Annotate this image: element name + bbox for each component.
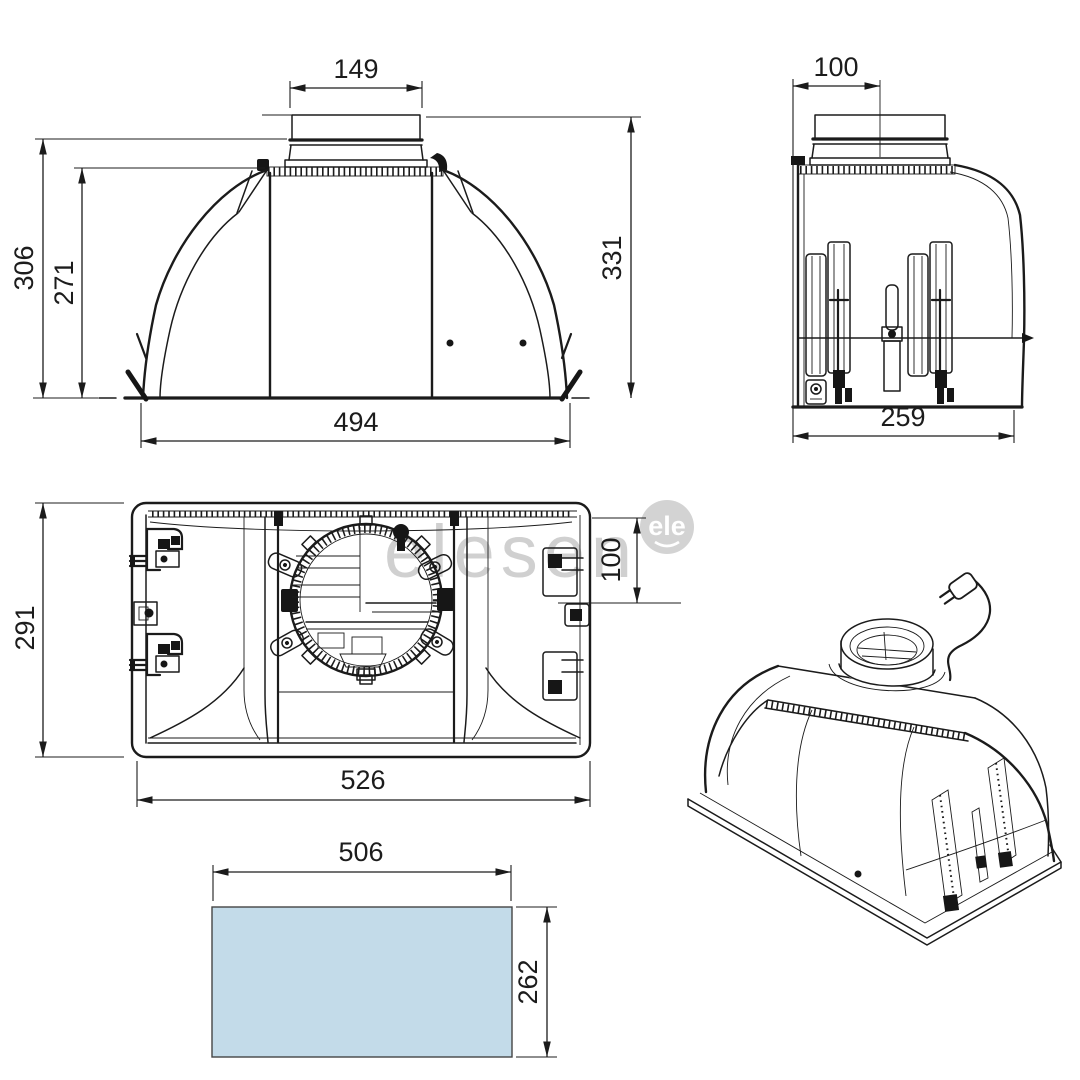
power-plug-icon	[939, 572, 978, 605]
latch-bracket	[133, 601, 158, 626]
corner-bracket	[542, 651, 584, 701]
latch-bracket	[564, 603, 590, 627]
base-flange	[687, 792, 1062, 946]
cutout-panel	[211, 906, 513, 1058]
screw-dot	[446, 339, 454, 347]
front-duct-collar	[262, 114, 428, 168]
strut-arm	[267, 552, 303, 578]
corner-bracket	[542, 547, 584, 597]
cutout-view: 506 262	[211, 837, 557, 1058]
rear-rails	[931, 757, 1017, 912]
corner-bracket	[145, 632, 184, 677]
dim-plan-duct-offset: 100	[596, 537, 626, 582]
duct-collar-3d	[828, 618, 946, 692]
watermark: elesen ele	[384, 500, 694, 593]
strut-arm	[270, 629, 304, 657]
strut-arm	[417, 553, 453, 581]
dim-plan-width: 526	[340, 765, 385, 795]
mounting-eyelet	[805, 379, 827, 405]
dim-cutout-width: 506	[338, 837, 383, 867]
dim-side-duct-offset: 100	[813, 52, 858, 82]
duct-ring	[267, 515, 454, 685]
dim-front-height-total: 331	[597, 235, 627, 280]
side-view: 100 259	[791, 52, 1034, 443]
dim-front-height-inner: 271	[49, 260, 79, 305]
dim-cutout-depth: 262	[513, 959, 543, 1004]
dim-side-depth: 259	[880, 402, 925, 432]
screw-dot	[854, 870, 862, 878]
strut-arm	[420, 628, 454, 656]
spring-clip	[125, 369, 149, 402]
screw-dot	[519, 339, 527, 347]
dim-front-base-width: 494	[333, 407, 378, 437]
corner-bracket	[145, 527, 184, 572]
front-view: 149 306 271 331 494	[9, 54, 641, 448]
perspective-view	[687, 572, 1062, 946]
spring-clip	[559, 369, 583, 402]
side-duct-collar	[809, 80, 951, 166]
watermark-badge-text: ele	[648, 511, 686, 541]
watermark-badge-circle	[640, 500, 694, 554]
dim-front-duct-width: 149	[333, 54, 378, 84]
dim-plan-depth: 291	[10, 605, 40, 650]
internal-rails	[805, 241, 954, 404]
plan-view: 291 526 100	[10, 501, 681, 807]
power-cable	[947, 578, 992, 682]
watermark-smile-icon	[654, 540, 680, 548]
dim-front-height-outer: 306	[9, 245, 39, 290]
